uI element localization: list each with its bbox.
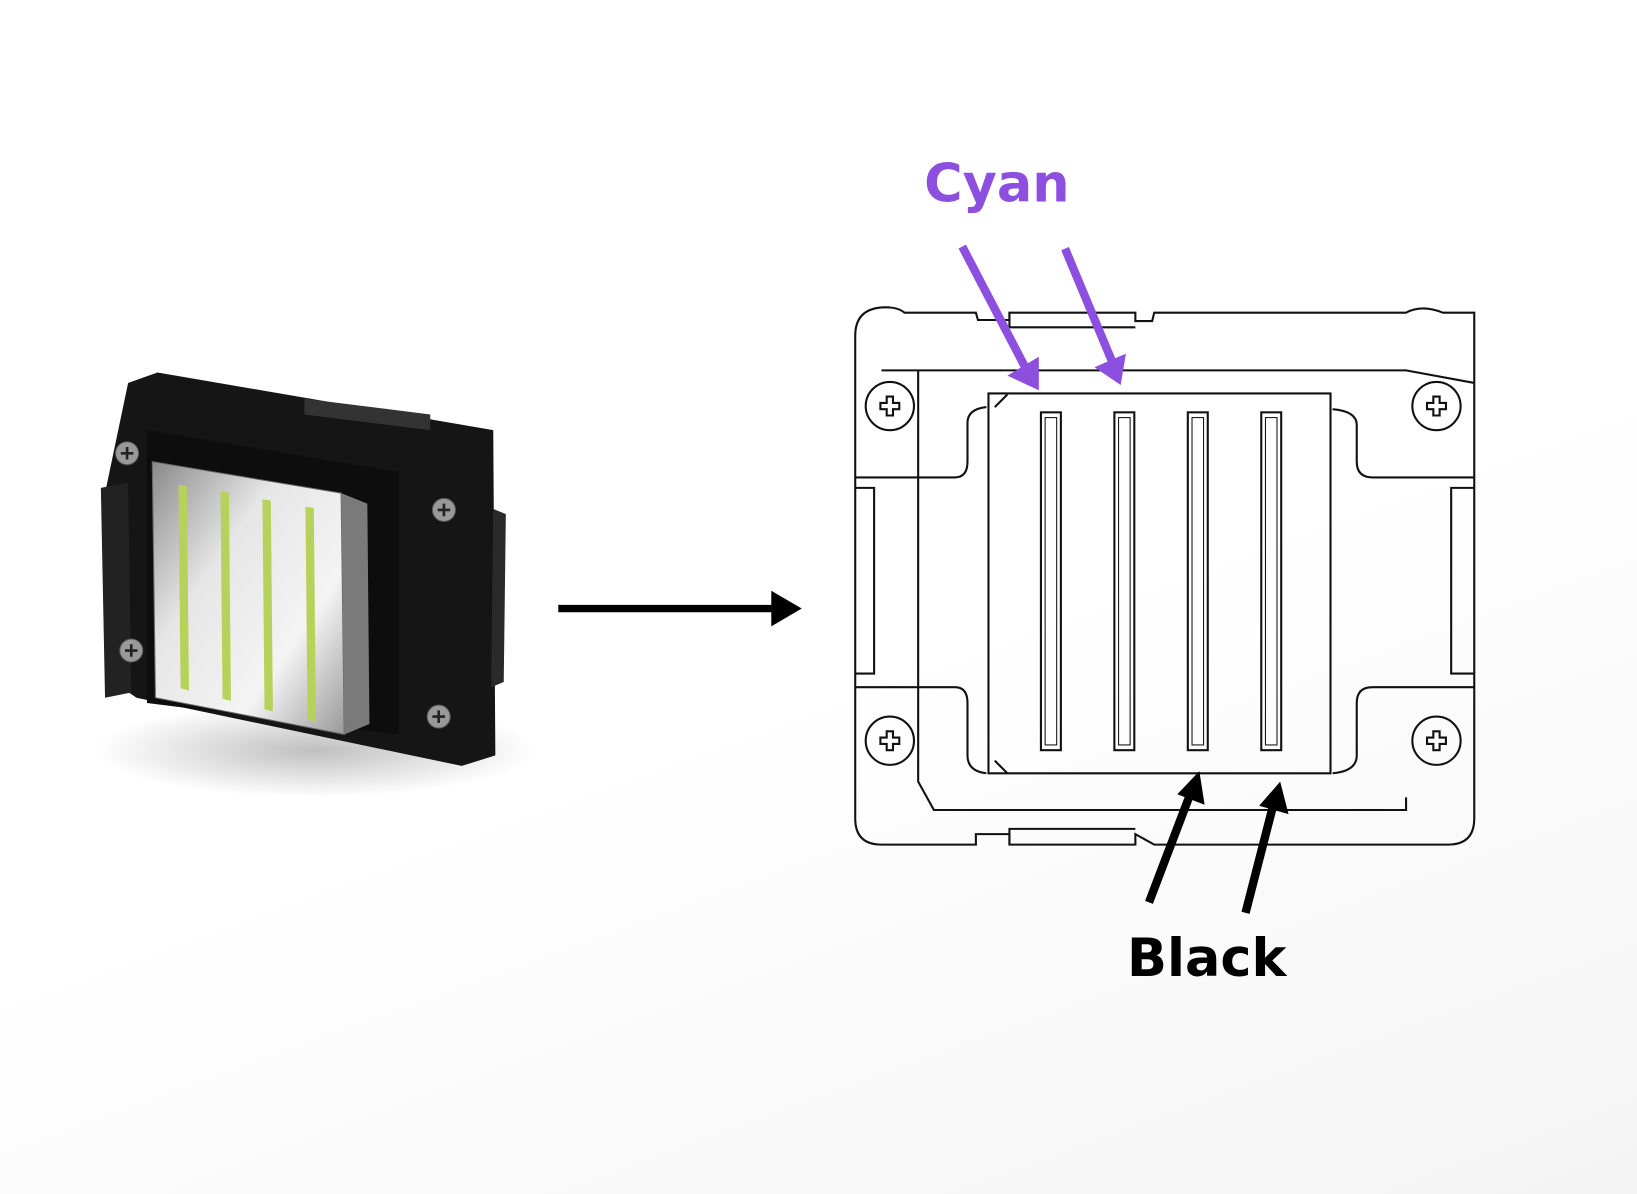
printhead-line-drawing: [854, 306, 1476, 846]
right-arrow-icon: [558, 590, 802, 627]
photo-nozzle-stripes: [178, 484, 316, 722]
cyan-label: Cyan: [924, 153, 1069, 214]
screw-icon: [864, 380, 1462, 766]
cyan-arrow-icon: [958, 244, 1126, 391]
black-label: Black: [1127, 928, 1287, 989]
printhead-photo: [94, 372, 536, 798]
nozzle-slots: [1039, 411, 1283, 752]
black-arrow-icon: [1145, 771, 1289, 914]
